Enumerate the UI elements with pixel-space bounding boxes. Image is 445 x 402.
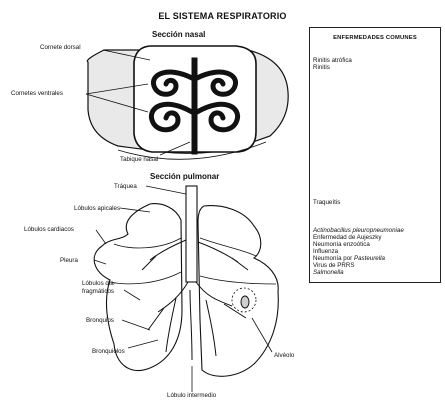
- label-bronquios: Bronquios: [86, 317, 114, 324]
- disease-nasal-2: Rinitis: [313, 64, 330, 71]
- leader-pleura: [94, 260, 106, 264]
- disease-lung-5-text: Neumonía por: [313, 255, 354, 262]
- leader-bronquiolos: [128, 340, 158, 348]
- nasal-septum: [192, 58, 197, 154]
- disease-lung-1: Actinobacillus pleuropneumoniae: [313, 227, 404, 234]
- leader-bronquios: [122, 320, 150, 330]
- leader-alveolo: [252, 318, 272, 352]
- nasal-section-heading: Sección nasal: [152, 30, 205, 39]
- label-cornetes-ventrales: Cornetes ventrales: [11, 90, 63, 97]
- disease-lung-2: Enfermedad de Aujeszky: [313, 234, 381, 241]
- disease-lung-5: Neumonía por Pasteurella: [313, 255, 385, 262]
- trachea: [186, 186, 197, 282]
- disease-nasal-1: Rinitis atrófica: [313, 57, 352, 64]
- alveolus: [241, 296, 249, 308]
- lung-cross-section: [94, 186, 278, 392]
- diseases-heading: ENFERMEDADES COMUNES: [310, 35, 440, 41]
- label-cornete-dorsal: Cornete dorsal: [40, 44, 81, 51]
- lobe-fissure-right-1: [200, 238, 256, 256]
- lobe-fissure-right-2: [200, 276, 276, 284]
- label-lobulos-diafragmaticos-2: fragmáticos: [82, 288, 114, 295]
- right-lung-outline: [198, 206, 278, 377]
- label-pleura: Pleura: [60, 257, 78, 264]
- nasal-cross-section: [86, 46, 288, 159]
- label-lobulos-cardiacos: Lóbulos cardiacos: [24, 226, 74, 233]
- label-traquea: Tráquea: [114, 183, 137, 190]
- disease-trachea-1: Traqueítis: [313, 199, 340, 206]
- pulmonary-section-heading: Sección pulmonar: [150, 172, 219, 181]
- disease-lung-3: Neumonía enzoótica: [313, 241, 370, 248]
- label-lobulo-intermedio: Lóbulo intermedio: [167, 392, 216, 399]
- leader-lobulos-cardiacos: [96, 230, 106, 244]
- disease-lung-4: Influenza: [313, 248, 338, 255]
- label-bronquiolos: Bronquiolos: [92, 348, 125, 355]
- label-lobulos-apicales: Lóbulos apicales: [74, 205, 120, 212]
- leader-lobulos-diafragmaticos: [124, 290, 140, 300]
- leader-lobulos-apicales: [120, 208, 150, 212]
- label-tabique-nasal: Tabique nasal: [120, 156, 158, 163]
- label-lobulos-diafragmaticos-1: Lóbulos dia-: [82, 280, 116, 287]
- disease-lung-6: Virus de PRRS: [313, 262, 355, 269]
- label-alveolo: Alvéolo: [274, 352, 294, 359]
- leader-traquea: [146, 186, 186, 194]
- disease-lung-5-tail: Pasteurella: [354, 255, 385, 262]
- lobe-fissure-left-2: [110, 272, 181, 284]
- disease-lung-7: Salmonella: [313, 269, 344, 276]
